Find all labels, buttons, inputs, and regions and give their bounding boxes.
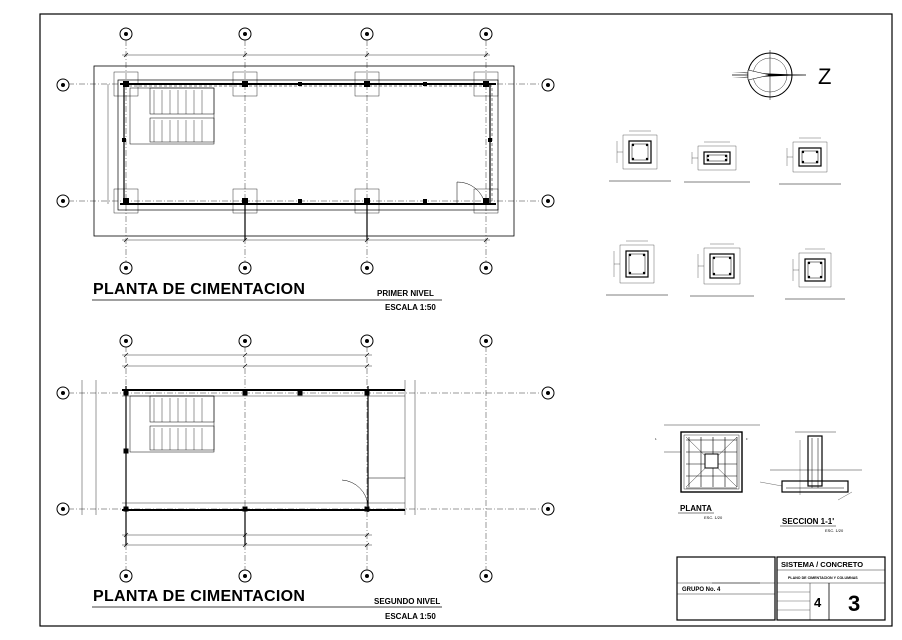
seccion-scale: ESC. 1/20 [825,528,844,533]
grid-bubble [541,78,555,92]
page-number: 4 [814,595,822,610]
footing-plan-detail: 1 1' PLANTA ESC. 1/20 [655,424,760,520]
column-mark [364,81,370,87]
grid-bubble [238,569,252,583]
stair-plan2 [129,395,215,453]
grid-bubble [56,386,70,400]
plan1-level: PRIMER NIVEL [377,289,434,298]
svg-text:1: 1 [655,437,657,441]
plan2-scale: ESCALA 1:50 [385,612,436,621]
grid-bubble [360,569,374,583]
column-mark [423,199,427,203]
sheet-border [39,13,893,627]
title-block: GRUPO No. 4 SISTEMA / CONCRETO PLANO DE … [676,556,886,621]
grid-bubble [479,27,493,41]
north-letter: Z [818,64,831,89]
solera-humedad-2-detail [606,240,668,296]
column-mark [123,198,129,204]
column-mark [298,199,302,203]
plan1-foundation-outline [117,79,499,211]
column-mark [298,82,302,86]
grid-bubble [479,569,493,583]
grid-bubble [541,502,555,516]
plan2-title: PLANTA DE CIMENTACION [93,588,305,605]
grid-bubble [479,334,493,348]
grid-bubble [56,502,70,516]
footing-section-detail: SECCION 1-1' ESC. 1/20 [759,431,862,533]
grid-bubble [238,334,252,348]
grid-bubble [541,194,555,208]
grid-bubble [56,194,70,208]
north-arrow-icon: Z [732,50,831,100]
column-mark [122,138,126,142]
footing-outline [473,71,499,97]
solera-final-detail [785,248,845,300]
footing-outline [113,71,139,97]
footing-outline [473,188,499,214]
columna-c2-detail [779,137,841,185]
grid-bubble [238,27,252,41]
footing-outline [113,188,139,214]
solera-humedad-detail [684,141,750,183]
plan1-title: PLANTA DE CIMENTACION [93,281,305,298]
sheet-number: 3 [848,591,860,616]
columna-c1-detail [609,130,671,182]
column-mark [364,506,370,512]
column-mark [123,448,129,454]
grid-bubble [541,386,555,400]
plan-primer-nivel [68,40,540,262]
footing-outline [354,71,380,97]
footing-outline [232,71,258,97]
plan1-outer-slab [93,65,515,237]
grid-bubble [119,261,133,275]
column-mark [297,390,303,396]
column-mark [242,390,248,396]
grid-bubble [360,334,374,348]
grid-bubble [360,261,374,275]
group-label: GRUPO No. 4 [682,587,721,593]
plan2-level: SEGUNDO NIVEL [374,597,440,606]
grid-bubble [119,334,133,348]
svg-text:1': 1' [746,437,749,441]
stair-plan1 [129,87,215,145]
column-mark [423,82,427,86]
solera-intermedia-detail [690,243,754,297]
plan-segundo-nivel [68,346,540,572]
planta-label: PLANTA [680,504,712,513]
column-mark [483,81,489,87]
grid-bubble [238,261,252,275]
column-mark [483,198,489,204]
system-label: SISTEMA / CONCRETO [781,560,863,569]
column-mark [123,81,129,87]
grid-bubble [360,27,374,41]
seccion-label: SECCION 1-1' [782,517,834,526]
planta-scale: ESC. 1/20 [704,515,723,520]
column-mark [242,81,248,87]
plan1-scale: ESCALA 1:50 [385,303,436,312]
grid-bubble [119,27,133,41]
column-mark [364,390,370,396]
grid-bubble [479,261,493,275]
column-mark [488,138,492,142]
grid-bubble [119,569,133,583]
content-label: PLANO DE CIMENTACION Y COLUMNAS [788,576,858,580]
grid-bubble [56,78,70,92]
column-mark [123,390,129,396]
